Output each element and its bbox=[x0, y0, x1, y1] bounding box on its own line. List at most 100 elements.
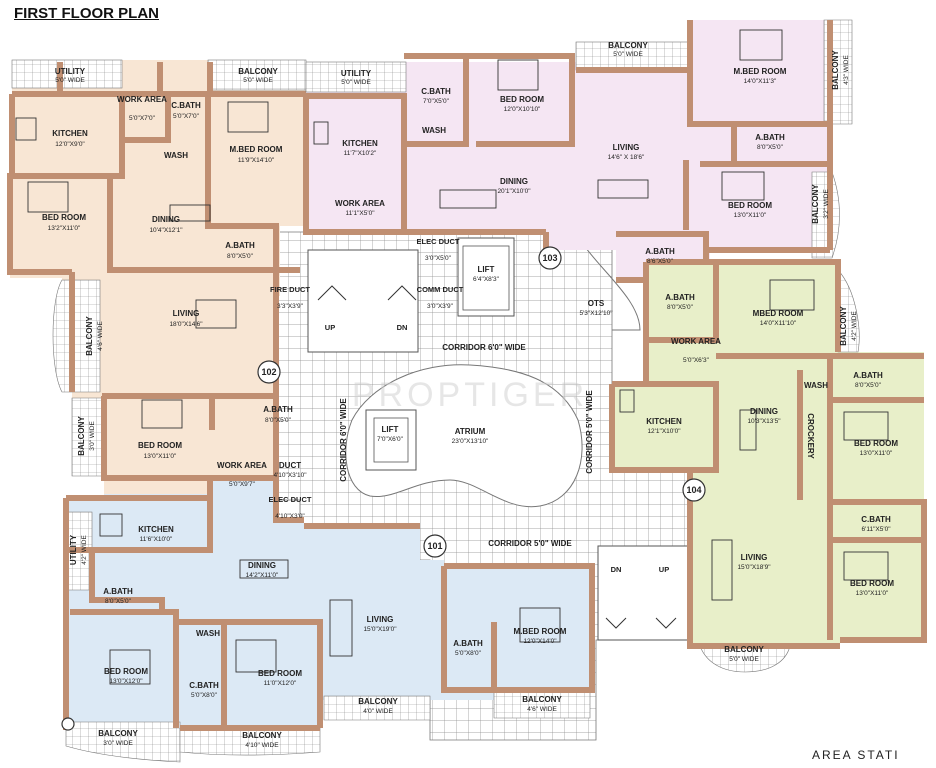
u104-cbath-name: C.BATH bbox=[861, 515, 891, 524]
u103-living-dim: 14'6" X 18'6" bbox=[608, 154, 645, 161]
unit-101-number: 101 bbox=[427, 541, 442, 551]
u103-abath2-dim: 8'6"X5'0" bbox=[647, 258, 674, 265]
u101-balcony2-dim: 4'6" WIDE bbox=[527, 706, 557, 713]
u102-abath-dim: 8'0"X5'0" bbox=[227, 253, 254, 260]
atrium-void bbox=[345, 364, 583, 508]
unit-101 bbox=[61, 475, 595, 763]
u102-balcony-name: BALCONY bbox=[238, 67, 278, 76]
u101-elec-duct-dim: 4'10"X3'0" bbox=[275, 513, 305, 520]
u102-abath2-dim: 8'0"X5'0" bbox=[265, 417, 292, 424]
u103-dining-dim: 20'1"X10'0" bbox=[497, 188, 531, 195]
atrium-name: ATRIUM bbox=[455, 427, 486, 436]
unit-104 bbox=[609, 259, 927, 673]
u103-mbed-name: M.BED ROOM bbox=[734, 67, 787, 76]
u103-living-name: LIVING bbox=[613, 143, 640, 152]
u104-abath2-dim: 8'0"X5'0" bbox=[855, 382, 882, 389]
u101-workarea-dim: 5'0"X9'7" bbox=[229, 481, 256, 488]
u101-balcony3-name: BALCONY bbox=[98, 729, 138, 738]
u104-bed1-name: BED ROOM bbox=[854, 439, 898, 448]
u102-cbath-name: C.BATH bbox=[171, 101, 201, 110]
u102-balcony-dim: 5'0" WIDE bbox=[243, 77, 273, 84]
u103-cbath-dim: 7'0"X5'0" bbox=[423, 98, 450, 105]
u104-dining-dim: 10'3"X13'5" bbox=[747, 418, 781, 425]
core-lift1-dim: 6'4"X8'3" bbox=[473, 276, 500, 283]
u102-mbed-dim: 11'9"X14'10" bbox=[238, 157, 275, 164]
u104-balcony-dim: 5'0" WIDE bbox=[729, 656, 759, 663]
u103-dining-name: DINING bbox=[500, 177, 528, 186]
u103-bed2-name: BED ROOM bbox=[728, 201, 772, 210]
stair-2 bbox=[597, 545, 689, 641]
u103-abath2-name: A.BATH bbox=[645, 247, 675, 256]
u102-balcony-left2-dim: 3'0" WIDE bbox=[89, 421, 96, 451]
u101-mbed-dim: 12'0"X14'0" bbox=[523, 638, 557, 645]
unit-104-badge bbox=[682, 478, 706, 502]
u101-utility-dim: 4'2" WIDE bbox=[81, 535, 88, 565]
u101-balcony3-dim: 3'0" WIDE bbox=[103, 740, 133, 747]
u101-balcony2-name: BALCONY bbox=[522, 695, 562, 704]
unit-102-badge bbox=[257, 360, 281, 384]
u103-balcony-right2-name: BALCONY bbox=[811, 184, 820, 224]
u104-crockery: CROCKERY bbox=[806, 413, 815, 459]
unit-101-badge bbox=[423, 534, 447, 558]
stair2-up: UP bbox=[659, 565, 669, 574]
u103-utility-name: UTILITY bbox=[341, 69, 372, 78]
u104-kitchen-name: KITCHEN bbox=[646, 417, 682, 426]
u102-cbath-dim: 5'0"X7'0" bbox=[173, 113, 200, 120]
core-dn: DN bbox=[397, 323, 408, 332]
u104-balcony-right-dim: 4'2" WIDE bbox=[851, 311, 858, 341]
u103-utility-dim: 5'0" WIDE bbox=[341, 79, 371, 86]
watermark: PROPTIGER bbox=[352, 376, 588, 414]
u101-kitchen-name: KITCHEN bbox=[138, 525, 174, 534]
u103-bed2-dim: 13'0"X11'0" bbox=[734, 212, 767, 219]
u103-cbath-name: C.BATH bbox=[421, 87, 451, 96]
unit-103-badge bbox=[538, 246, 562, 270]
u103-wash-name: WASH bbox=[422, 126, 446, 135]
u102-bed2-name: BED ROOM bbox=[138, 441, 182, 450]
u104-balcony-name: BALCONY bbox=[724, 645, 764, 654]
u101-living-dim: 15'0"X19'0" bbox=[363, 626, 397, 633]
u101-kitchen-dim: 11'6"X10'0" bbox=[140, 536, 173, 543]
u104-kitchen-dim: 12'1"X10'0" bbox=[647, 428, 681, 435]
ots-dim: 5'3"X12'10" bbox=[579, 310, 613, 317]
u104-workarea-dim: 5'0"X6'3" bbox=[683, 357, 710, 364]
u101-abath2-name: A.BATH bbox=[453, 639, 483, 648]
u101-cbath-name: C.BATH bbox=[189, 681, 219, 690]
u101-mbed-name: M.BED ROOM bbox=[514, 627, 567, 636]
u103-kitchen-name: KITCHEN bbox=[342, 139, 378, 148]
u101-duct-name: DUCT bbox=[279, 461, 301, 470]
u101-bed1-dim: 13'0"X12'0" bbox=[109, 678, 143, 685]
u103-mbed-dim: 14'0"X11'3" bbox=[744, 78, 777, 85]
core-lift1-name: LIFT bbox=[478, 265, 495, 274]
unit-103-number: 103 bbox=[542, 253, 557, 263]
u101-duct-dim: 4'10"X3'10" bbox=[273, 472, 307, 479]
u104-wash: WASH bbox=[804, 381, 828, 390]
core-elec-duct-dim: 3'0"X5'0" bbox=[425, 255, 452, 262]
u102-utility-dim: 5'0" WIDE bbox=[55, 77, 85, 84]
unit-104-number: 104 bbox=[686, 485, 701, 495]
u102-abath2-name: A.BATH bbox=[263, 405, 293, 414]
u103-abath-dim: 8'0"X5'0" bbox=[757, 144, 784, 151]
u103-abath-name: A.BATH bbox=[755, 133, 785, 142]
page-title: FIRST FLOOR PLAN bbox=[14, 5, 159, 22]
u104-living-dim: 15'0"X18'9" bbox=[737, 564, 771, 571]
labels: UTILITY 5'0" WIDE BALCONY 5'0" WIDE KITC… bbox=[42, 41, 898, 749]
u104-abath-dim: 8'0"X5'0" bbox=[667, 304, 694, 311]
u102-bed1-dim: 13'2"X11'0" bbox=[48, 225, 81, 232]
u101-balcony4-dim: 4'10" WIDE bbox=[245, 742, 279, 749]
u104-workarea-name: WORK AREA bbox=[671, 337, 721, 346]
u104-cbath-dim: 6'11"X5'0" bbox=[861, 526, 891, 533]
u101-bed1-name: BED ROOM bbox=[104, 667, 148, 676]
atrium-dim: 23'0"X13'10" bbox=[452, 438, 489, 445]
u101-workarea-name: WORK AREA bbox=[217, 461, 267, 470]
u101-abath2-dim: 5'0"X8'0" bbox=[455, 650, 482, 657]
core-comm-duct-name: COMM DUCT bbox=[417, 285, 464, 294]
common-core bbox=[277, 231, 691, 741]
u101-balcony1-name: BALCONY bbox=[358, 697, 398, 706]
u104-mbed-dim: 14'0"X11'10" bbox=[760, 320, 797, 327]
u104-bed2-name: BED ROOM bbox=[850, 579, 894, 588]
u102-dining-dim: 10'4"X12'1" bbox=[149, 227, 183, 234]
stair-1 bbox=[307, 249, 419, 353]
area-statement-label: AREA STATI bbox=[812, 748, 900, 762]
u102-mbed-name: M.BED ROOM bbox=[230, 145, 283, 154]
